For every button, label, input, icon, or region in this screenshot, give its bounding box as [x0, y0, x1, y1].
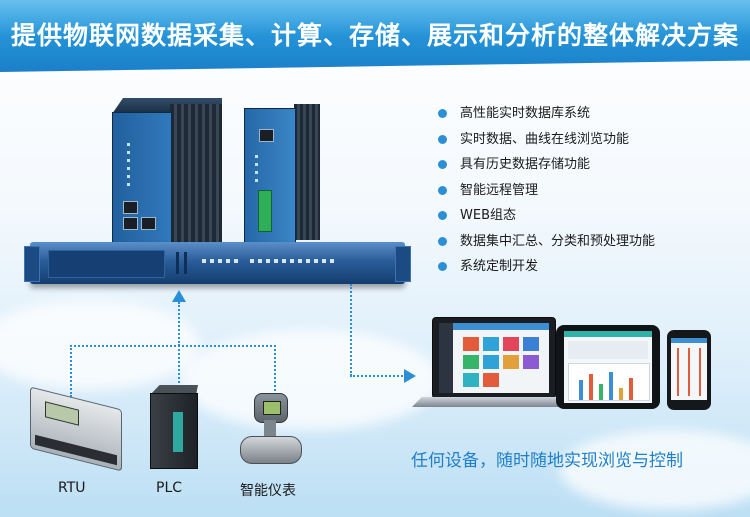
- bullet-icon: [438, 134, 447, 144]
- feature-item: 系统定制开发: [438, 256, 655, 282]
- arrow-right-icon: [404, 369, 416, 383]
- devices-caption: 任何设备，随时随地实现浏览与控制: [411, 451, 683, 471]
- feature-item: 高性能实时数据库系统: [438, 103, 655, 129]
- bullet-icon: [438, 211, 447, 220]
- feature-item: 数据集中汇总、分类和预处理功能: [438, 231, 655, 257]
- plc-label: PLC: [156, 480, 183, 496]
- rtu-device: [30, 386, 122, 472]
- plc-device: [150, 393, 198, 469]
- rack-server: [24, 242, 411, 284]
- feature-item: 智能远程管理: [438, 180, 655, 206]
- tablet: [556, 325, 660, 409]
- rtu-label: RTU: [58, 480, 86, 496]
- laptop: [432, 317, 556, 399]
- smartphone: [667, 330, 711, 410]
- bullet-icon: [438, 160, 447, 169]
- cloud: [560, 430, 750, 510]
- terminal-block: [258, 190, 272, 232]
- laptop-dashboard: [439, 323, 549, 393]
- feature-item: 实时数据、曲线在线浏览功能: [438, 129, 655, 155]
- bullet-icon: [438, 262, 447, 271]
- bullet-icon: [438, 236, 447, 246]
- smart-meter-device: [254, 393, 288, 423]
- title-banner: [0, 0, 750, 72]
- laptop-keyboard: [412, 397, 576, 407]
- meter-label: 智能仪表: [240, 483, 296, 499]
- phone-screen: [671, 338, 707, 400]
- arrow-up-icon: [172, 290, 186, 302]
- tablet-screen: [564, 331, 652, 403]
- feature-item: 具有历史数据存储功能: [438, 154, 655, 180]
- feature-item: WEB组态: [438, 205, 655, 231]
- gateway-unit-large: [112, 112, 172, 246]
- bullet-icon: [438, 185, 447, 195]
- page-title: 提供物联网数据采集、计算、存储、展示和分析的整体解决方案: [10, 21, 739, 50]
- feature-list: 高性能实时数据库系统 实时数据、曲线在线浏览功能 具有历史数据存储功能 智能远程…: [438, 103, 655, 282]
- bullet-icon: [438, 109, 447, 118]
- meter-pipe: [240, 436, 302, 464]
